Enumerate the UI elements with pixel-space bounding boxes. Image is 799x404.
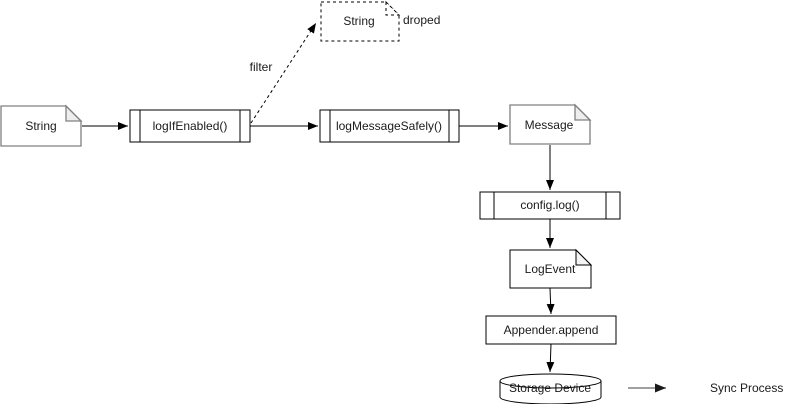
storage-label: Storage Device — [509, 381, 591, 395]
node-message: Message — [509, 103, 592, 145]
message-fold — [574, 103, 592, 121]
logmessagesafely-label: logMessageSafely() — [336, 119, 442, 133]
appender-label: Appender.append — [504, 323, 599, 337]
legend-sync-process: Sync Process — [628, 381, 783, 395]
arrow-logevent-to-appender — [546, 287, 555, 315]
message-shape — [509, 104, 591, 145]
node-logifenabled: logIfEnabled() — [129, 109, 251, 143]
node-string-input: String — [0, 104, 83, 147]
logevent-shape — [509, 249, 592, 289]
string-dropped-shape — [320, 1, 400, 42]
node-logmessagesafely: logMessageSafely() — [319, 109, 460, 143]
message-label: Message — [525, 118, 574, 132]
string-dropped-fold — [385, 0, 401, 16]
configlog-label: config.log() — [520, 198, 579, 212]
node-string-dropped: String — [320, 0, 401, 42]
logmessagesafely-shape — [319, 109, 460, 143]
node-logevent: LogEvent — [509, 248, 593, 289]
label-filter: filter — [250, 60, 273, 74]
node-configlog: config.log() — [479, 191, 621, 220]
label-droped: droped — [403, 13, 440, 27]
storage-cylinder-body — [499, 373, 602, 404]
string-input-label: String — [25, 119, 56, 133]
storage-cylinder-top-arc — [499, 380, 602, 389]
configlog-shape — [479, 191, 621, 220]
legend-label-sync-process: Sync Process — [710, 381, 783, 395]
string-dropped-label: String — [343, 14, 374, 28]
node-appender-append: Appender.append — [485, 315, 617, 345]
node-storage-device: Storage Device — [499, 373, 602, 404]
arrow-appender-to-storage — [546, 343, 555, 373]
logifenabled-shape — [129, 109, 251, 143]
logevent-fold — [575, 248, 593, 266]
arrow-filter-dashed — [250, 22, 317, 124]
appender-shape — [485, 315, 617, 345]
string-input-shape — [0, 105, 82, 147]
logifenabled-label: logIfEnabled() — [153, 119, 228, 133]
string-input-fold — [65, 104, 83, 122]
logevent-label: LogEvent — [525, 262, 576, 276]
